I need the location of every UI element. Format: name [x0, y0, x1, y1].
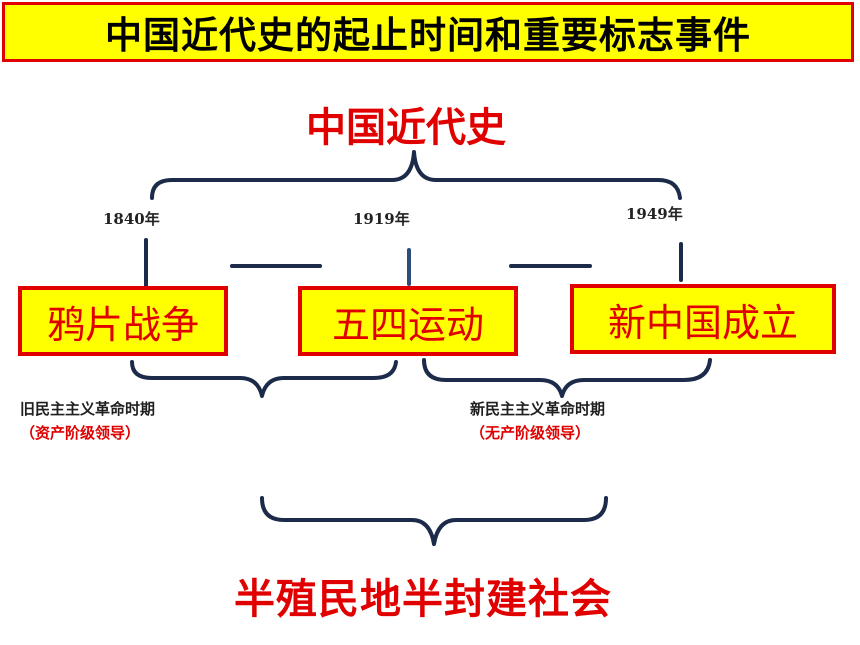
left-period-brace [130, 360, 398, 398]
period-leadership: （资产阶级领导） [20, 424, 141, 442]
society-brace [260, 496, 608, 546]
period-name: 旧民主主义革命时期 [20, 400, 156, 418]
society-label: 半殖民地半封建社会 [234, 575, 612, 623]
period-old-democratic: 旧民主主义革命时期 （资产阶级领导） [20, 397, 155, 445]
event-opium-war: 鸦片战争 [18, 286, 228, 356]
event-prc-founding: 新中国成立 [570, 284, 836, 354]
period-leadership: （无产阶级领导） [470, 424, 591, 442]
right-period-brace [422, 358, 712, 398]
event-label: 五四运动 [331, 302, 484, 347]
period-name: 新民主主义革命时期 [470, 400, 606, 418]
diagram-main-title: 中国近代史 [306, 105, 506, 151]
page-title: 中国近代史的起止时间和重要标志事件 [105, 14, 751, 57]
year-1840: 1840年 [103, 210, 160, 228]
header-banner: 中国近代史的起止时间和重要标志事件 [2, 2, 854, 62]
year-1919: 1919年 [353, 210, 410, 228]
event-label: 鸦片战争 [46, 302, 199, 347]
event-may-fourth: 五四运动 [298, 286, 518, 356]
year-1949: 1949年 [626, 205, 683, 223]
period-new-democratic: 新民主主义革命时期 （无产阶级领导） [470, 397, 605, 445]
top-brace [150, 150, 682, 200]
event-label: 新中国成立 [607, 300, 798, 345]
